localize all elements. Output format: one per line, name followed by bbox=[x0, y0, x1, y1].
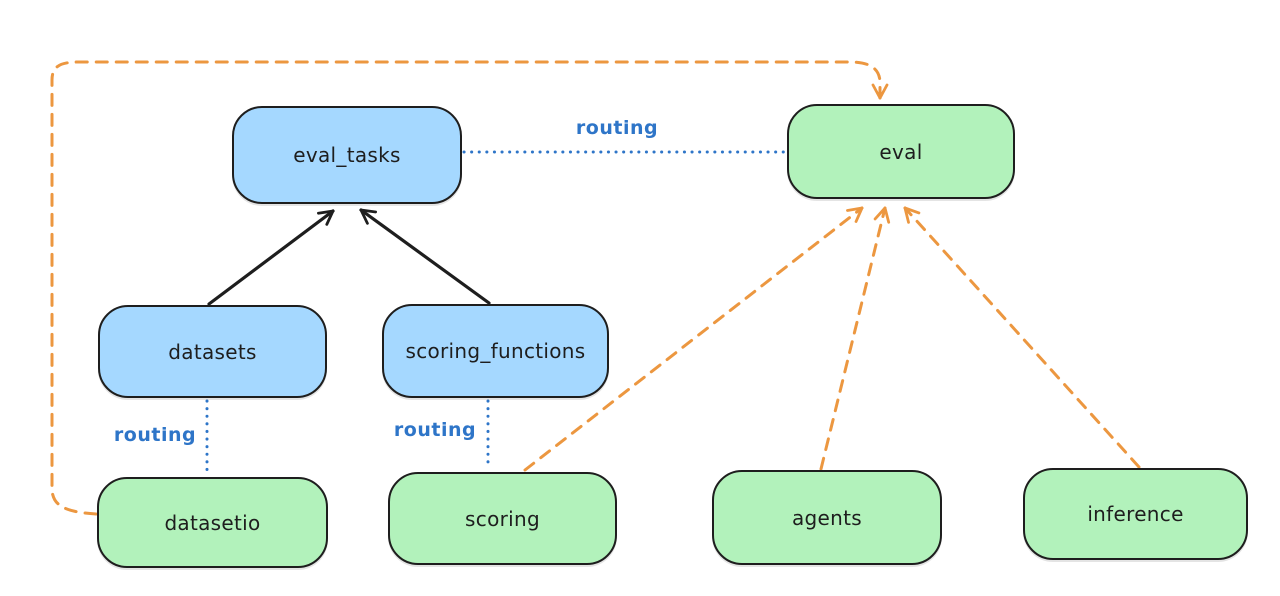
edge-datasets-to-eval_tasks bbox=[207, 209, 335, 306]
node-scoring-functions: scoring_functions bbox=[382, 304, 609, 398]
node-inference: inference bbox=[1023, 468, 1248, 560]
node-datasetio: datasetio bbox=[97, 477, 328, 568]
edge-agents-to-eval bbox=[819, 206, 891, 471]
edge-scoring_functions-to-eval_tasks bbox=[359, 208, 491, 305]
node-eval-label: eval bbox=[879, 139, 923, 164]
node-scoring-label: scoring bbox=[465, 506, 540, 531]
edge-inference-to-eval bbox=[903, 206, 1141, 469]
node-eval-tasks: eval_tasks bbox=[232, 106, 462, 204]
node-eval: eval bbox=[787, 104, 1015, 199]
node-datasets-label: datasets bbox=[168, 339, 257, 364]
node-agents-label: agents bbox=[792, 505, 862, 530]
edge-label-routing-datasets-datasetio: routing bbox=[113, 424, 197, 446]
edge-scoring-to-eval bbox=[523, 206, 864, 472]
node-datasetio-label: datasetio bbox=[164, 510, 261, 535]
node-scoring: scoring bbox=[388, 472, 617, 565]
node-agents: agents bbox=[712, 470, 942, 565]
edge-datasetio-to-eval bbox=[50, 60, 889, 516]
node-inference-label: inference bbox=[1087, 502, 1184, 526]
edge-label-routing-scoring-functions-scoring: routing bbox=[393, 419, 477, 441]
node-eval-tasks-label: eval_tasks bbox=[293, 143, 401, 167]
edge-label-routing-eval-tasks-eval: routing bbox=[575, 117, 659, 139]
node-scoring-functions-label: scoring_functions bbox=[405, 339, 586, 363]
node-datasets: datasets bbox=[98, 305, 327, 398]
